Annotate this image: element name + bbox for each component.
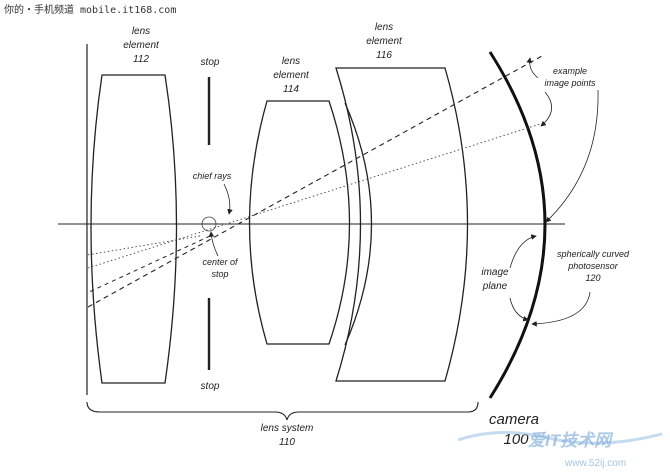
image-plane-label-line2: plane — [482, 281, 508, 292]
lens-element-112 — [90, 74, 178, 384]
camera-label: camera — [489, 411, 539, 428]
lens-element-114 — [248, 100, 351, 345]
chief-ray-dashed-lower — [86, 235, 211, 294]
example-image-points-label-line1: example — [553, 66, 587, 76]
chief-ray-dotted-lower — [86, 235, 201, 256]
lens-112-label-number: 112 — [133, 54, 149, 65]
photosensor-120 — [488, 51, 547, 399]
lens-114-label-line2: element — [273, 70, 310, 81]
source-header: 你的・手机频道 mobile.it168.com — [4, 3, 176, 16]
lens-112-label-line2: element — [123, 40, 160, 51]
center-of-stop-leader — [208, 231, 219, 257]
image-plane-label-line1: image — [481, 267, 509, 278]
photosensor-label-number: 120 — [585, 273, 600, 283]
lens-system-label: lens system — [261, 423, 314, 434]
image-plane-leader-1 — [509, 234, 537, 269]
stop-top-label: stop — [201, 57, 220, 68]
lens-116-label-line2: element — [366, 36, 403, 47]
lens-114-label-number: 114 — [283, 84, 299, 95]
lens-112-label-line1: lens — [132, 26, 150, 37]
lens-116-inner-curve — [344, 102, 373, 346]
camera-number: 100 — [503, 431, 529, 448]
chief-rays-label: chief rays — [193, 171, 232, 181]
chief-ray-dashed — [87, 55, 543, 308]
watermark-swoosh — [457, 431, 663, 445]
center-of-stop-marker — [201, 216, 217, 232]
center-of-stop-label-line1: center of — [202, 257, 239, 267]
chief-rays-leader — [223, 183, 233, 215]
photosensor-label-line2: photosensor — [567, 261, 619, 271]
chief-ray-dotted — [87, 123, 541, 269]
image-plane-leader-2 — [509, 297, 529, 322]
watermark-url: www.52ij.com — [564, 458, 626, 469]
watermark-brand: 爱IT技术网 — [528, 431, 614, 450]
center-of-stop-label-line2: stop — [211, 269, 228, 279]
lens-system-number: 110 — [279, 437, 295, 448]
example-points-leader-1 — [526, 57, 539, 79]
photosensor-label-line1: spherically curved — [557, 249, 630, 259]
lens-system-brace — [86, 401, 479, 421]
photosensor-leader — [531, 291, 591, 327]
example-image-points-label-line2: image points — [544, 78, 596, 88]
stop-bottom-label: stop — [201, 381, 220, 392]
lens-116-label-number: 116 — [376, 50, 392, 61]
example-points-leader-3 — [545, 89, 599, 223]
watermark: 爱IT技术网 www.52ij.com — [457, 431, 663, 469]
lens-116-label-line1: lens — [375, 22, 393, 33]
example-points-leader-2 — [540, 91, 552, 127]
lens-element-116 — [335, 67, 469, 382]
lens-114-label-line1: lens — [282, 56, 300, 67]
